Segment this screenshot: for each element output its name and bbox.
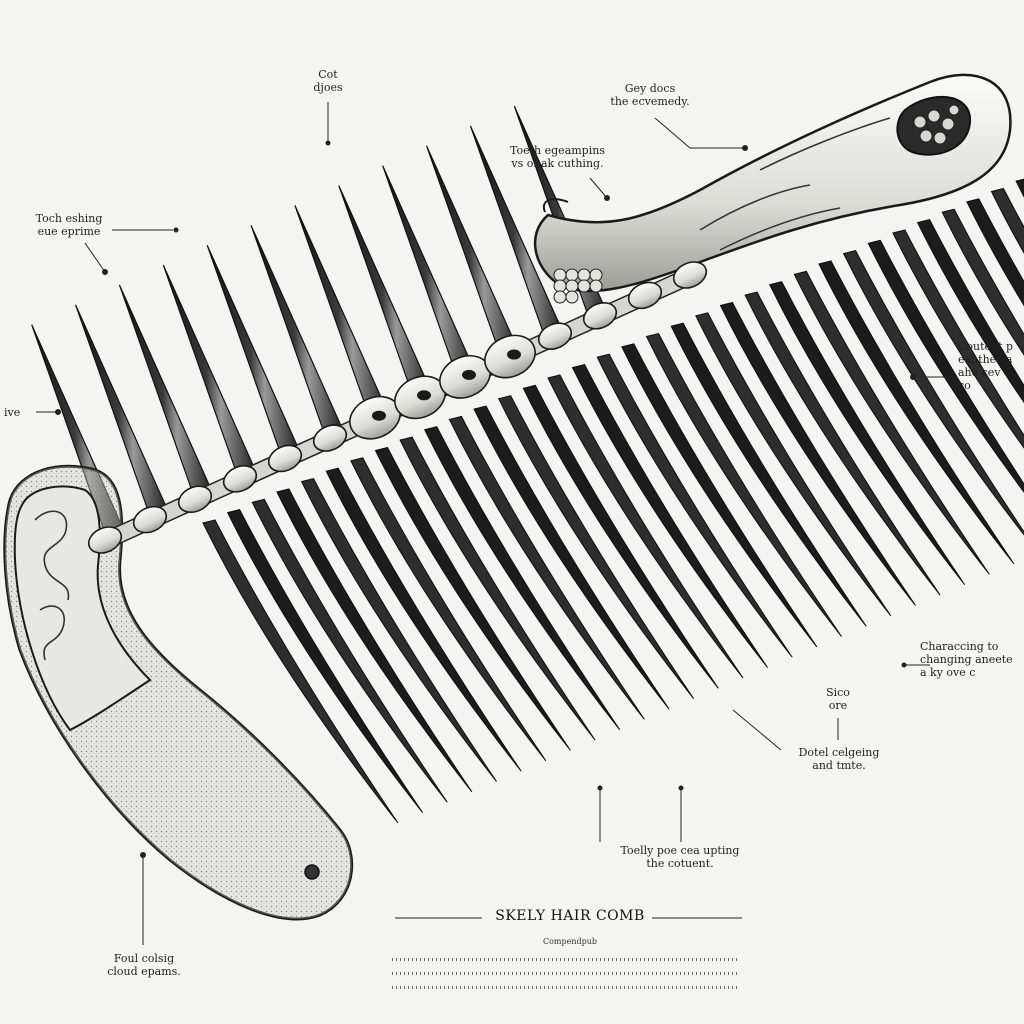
bone-nodule bbox=[577, 279, 591, 293]
lower-tooth bbox=[645, 332, 842, 637]
lower-tooth bbox=[892, 229, 1024, 449]
lower-tooth bbox=[1015, 178, 1024, 198]
vertebra-foramen bbox=[462, 369, 476, 380]
lower-tooth bbox=[350, 457, 547, 762]
vertebra bbox=[537, 322, 573, 350]
fine-print-rule bbox=[392, 986, 737, 989]
lower-tooth bbox=[990, 187, 1024, 254]
lower-tooth bbox=[497, 395, 695, 699]
bone-nodule bbox=[553, 290, 567, 304]
lower-tooth bbox=[867, 239, 1024, 493]
vertebra-foramen bbox=[372, 410, 386, 421]
lower-fine-teeth bbox=[202, 178, 1024, 824]
lower-tooth bbox=[916, 218, 1024, 404]
lower-tooth bbox=[226, 509, 424, 813]
vertebra bbox=[582, 302, 618, 330]
lower-tooth bbox=[842, 250, 1024, 536]
vertebra bbox=[222, 465, 258, 493]
bone-nodule bbox=[565, 268, 579, 282]
vertebra bbox=[312, 424, 348, 452]
lower-tooth bbox=[596, 353, 793, 658]
lower-tooth bbox=[325, 467, 522, 772]
lower-tooth bbox=[547, 374, 744, 679]
lower-tooth bbox=[695, 312, 892, 617]
lower-tooth bbox=[670, 322, 867, 627]
vertebral-spine bbox=[87, 261, 708, 554]
bone-nodule bbox=[565, 290, 579, 304]
lower-tooth bbox=[473, 405, 670, 710]
lower-tooth bbox=[399, 436, 596, 741]
vertebra-foramen bbox=[417, 390, 431, 401]
diagram-subtitle: Compendpub bbox=[542, 937, 598, 946]
lower-tooth bbox=[571, 364, 769, 668]
lower-tooth bbox=[300, 477, 497, 782]
bone-nodule bbox=[565, 279, 579, 293]
upper-long-teeth bbox=[31, 105, 612, 540]
lower-tooth bbox=[251, 498, 448, 803]
vertebra bbox=[87, 526, 123, 554]
callout-ive: ive bbox=[4, 406, 21, 419]
lower-tooth bbox=[202, 519, 399, 824]
callout-leaders bbox=[36, 102, 955, 945]
vertebra bbox=[627, 281, 663, 310]
left-handle bbox=[3, 464, 354, 921]
lower-tooth bbox=[818, 260, 1015, 565]
bone-nodule bbox=[589, 279, 603, 293]
vertebra bbox=[672, 261, 708, 289]
bone-nodule bbox=[553, 279, 567, 293]
fine-print-rule bbox=[392, 958, 737, 961]
vertebra-foramen bbox=[507, 349, 521, 360]
fine-print-rule bbox=[392, 972, 737, 975]
lower-tooth bbox=[768, 281, 966, 586]
lower-tooth bbox=[744, 291, 941, 596]
lower-tooth bbox=[424, 426, 621, 731]
lower-tooth bbox=[719, 301, 916, 606]
vertebra bbox=[267, 444, 303, 473]
vertebra bbox=[132, 505, 168, 534]
lower-tooth bbox=[276, 488, 473, 793]
bone-nodule bbox=[589, 268, 603, 282]
lower-tooth bbox=[793, 270, 990, 575]
lower-tooth bbox=[448, 415, 645, 720]
vertebra bbox=[177, 485, 213, 513]
diagram-title: SKELY HAIR COMB bbox=[495, 908, 645, 924]
bone-nodule bbox=[577, 268, 591, 282]
lower-tooth bbox=[374, 446, 571, 751]
lower-tooth bbox=[621, 343, 818, 648]
lower-tooth bbox=[941, 208, 1024, 356]
lower-tooth bbox=[966, 198, 1024, 307]
lower-tooth bbox=[522, 384, 719, 689]
bone-nodule bbox=[553, 268, 567, 282]
